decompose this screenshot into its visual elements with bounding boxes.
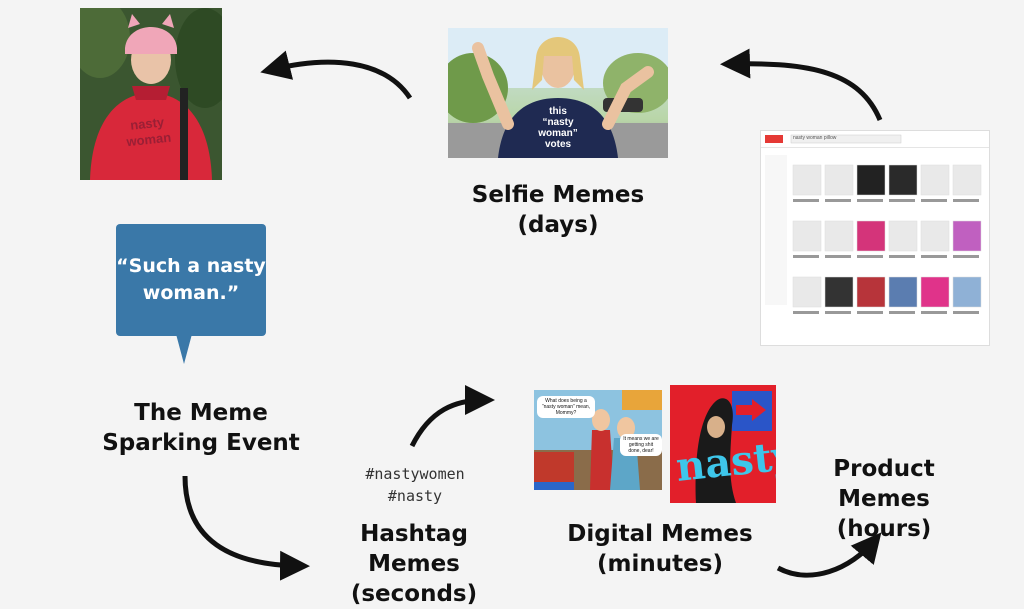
speech-bubble-quote: “Such a nasty woman.” xyxy=(116,255,266,304)
arrow-product-to-selfie xyxy=(720,48,883,121)
arrow-hashtag-to-digital xyxy=(409,385,495,448)
product-subtitle: (hours) xyxy=(836,516,932,542)
arrow-digital-to-product xyxy=(776,532,882,578)
speech-bubble: “Such a nasty woman.” xyxy=(116,224,266,336)
arrow-event-to-hashtag xyxy=(182,475,310,581)
speech-bubble-tail xyxy=(176,334,192,364)
product-shop-screenshot: nasty woman pillow xyxy=(760,130,990,346)
poster-text: nasty xyxy=(673,431,776,491)
protester-photo: nasty woman xyxy=(80,8,222,180)
comic-meme-image: What does being a “nasty woman” mean, Mo… xyxy=(534,390,662,490)
nasty-poster-image: nasty xyxy=(670,385,776,503)
selfie-shirt-line-3: woman” xyxy=(538,128,578,139)
stage-label-sparking-event: The Meme Sparking Event xyxy=(96,398,306,458)
stage-label-hashtag: Hashtag Memes (seconds) xyxy=(316,519,512,609)
arrow-selfie-to-protester xyxy=(260,50,413,100)
stage-label-digital: Digital Memes (minutes) xyxy=(560,519,760,579)
stage-label-selfie: Selfie Memes (days) xyxy=(466,180,650,240)
selfie-shirt-text: this “nasty woman” votes xyxy=(518,106,598,150)
selfie-shirt-line-4: votes xyxy=(544,139,572,150)
selfie-photo: this “nasty woman” votes xyxy=(448,28,668,158)
sparking-event-line2: Sparking Event xyxy=(102,430,300,456)
selfie-shirt-line-1: this xyxy=(549,106,567,117)
sparking-event-line1: The Meme xyxy=(134,400,268,426)
product-title: Product Memes xyxy=(833,456,935,512)
hashtag-1: #nastywomen xyxy=(365,465,465,483)
selfie-subtitle: (days) xyxy=(517,212,599,238)
hashtag-title: Hashtag Memes xyxy=(360,521,468,577)
hashtag-2: #nasty xyxy=(387,487,443,505)
flow-arrows xyxy=(182,48,883,581)
hashtag-list: #nastywomen #nasty xyxy=(340,463,490,507)
selfie-title: Selfie Memes xyxy=(471,182,645,208)
digital-subtitle: (minutes) xyxy=(597,551,723,577)
comic-bubble-1: What does being a “nasty woman” mean, Mo… xyxy=(537,396,595,418)
shop-search-query: nasty woman pillow xyxy=(793,135,837,141)
hashtag-subtitle: (seconds) xyxy=(350,581,478,607)
digital-title: Digital Memes xyxy=(567,521,753,547)
selfie-shirt-line-2: “nasty xyxy=(542,117,574,128)
comic-bubble-2: It means we are getting shit done, dear! xyxy=(620,434,662,456)
stage-label-product: Product Memes (hours) xyxy=(784,454,984,544)
